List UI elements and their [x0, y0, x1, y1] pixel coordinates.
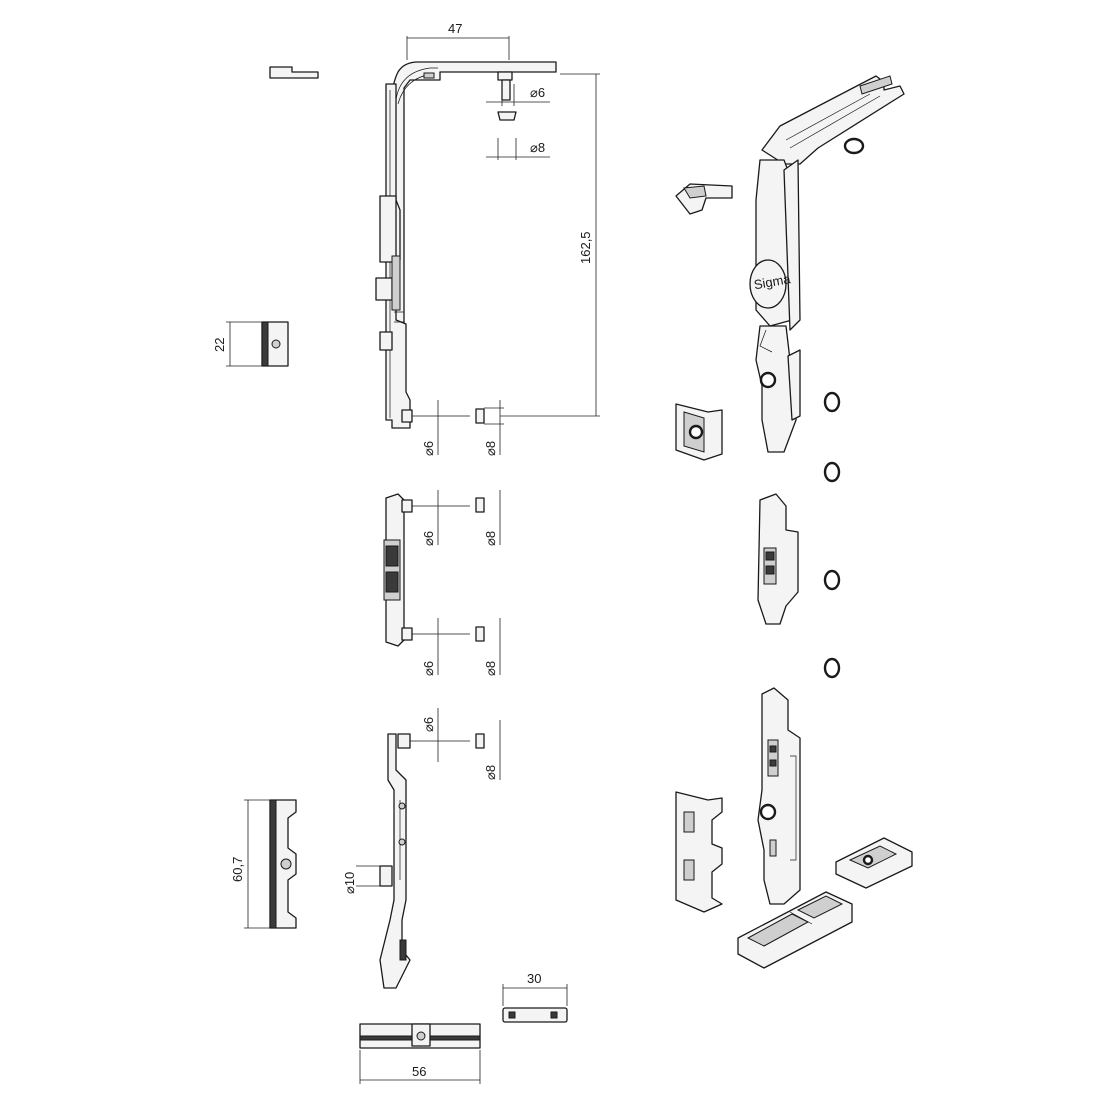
middle-keeper-part: ⌀6 ⌀8 ⌀6 ⌀8 — [383, 490, 501, 676]
top-pin-and-cap: ⌀6 ⌀8 — [486, 79, 550, 160]
dim-label-cap-3: ⌀8 — [483, 661, 498, 676]
isometric-keeper-small — [675, 403, 723, 461]
dim-label-47: 47 — [448, 21, 462, 36]
isometric-ring-top — [843, 137, 865, 155]
dim-label-cap-2: ⌀8 — [483, 531, 498, 546]
dimension-top-arm: 47 — [406, 21, 510, 60]
dim-label-pin-4: ⌀6 — [421, 717, 436, 732]
isometric-corner-stay: Sigma — [749, 75, 905, 453]
long-bar-part: 56 — [359, 1023, 481, 1084]
pin-group-1: ⌀6 ⌀8 — [401, 400, 504, 456]
dimension-total-height: 162,5 — [500, 73, 600, 417]
short-bar-part: 30 — [502, 971, 568, 1023]
isometric-keeper-block — [835, 837, 913, 889]
dim-label-pin-3: ⌀6 — [421, 661, 436, 676]
dim-label-pin-1: ⌀6 — [421, 441, 436, 456]
isometric-rings — [823, 391, 841, 679]
dim-label-cap-4: ⌀8 — [483, 765, 498, 780]
lower-stay-arm: ⌀6 ⌀8 ⌀10 — [342, 708, 501, 989]
dim-label-22: 22 — [212, 338, 227, 352]
dim-label-56: 56 — [412, 1064, 426, 1079]
dim-label-162-5: 162,5 — [578, 231, 593, 264]
dim-label-cap-1: ⌀8 — [483, 441, 498, 456]
small-keeper-block: 22 — [212, 321, 289, 367]
isometric-middle-keeper — [757, 493, 799, 625]
isometric-box-part — [737, 891, 853, 969]
isometric-u-clip — [675, 183, 733, 215]
logo-text: Sigma — [753, 271, 793, 292]
bottom-keeper-plate: 60,7 — [230, 799, 297, 929]
isometric-bottom-keeper — [675, 791, 723, 913]
dim-label-top-pin: ⌀6 — [530, 85, 545, 100]
dim-label-30: 30 — [527, 971, 541, 986]
dim-label-pin-2: ⌀6 — [421, 531, 436, 546]
isometric-lower-stay — [757, 687, 801, 905]
dim-label-60-7: 60,7 — [230, 857, 245, 882]
dim-label-pin-10: ⌀10 — [342, 872, 357, 894]
corner-stay-arm — [375, 61, 557, 429]
hook-clip-part — [269, 66, 319, 79]
dim-label-top-cap: ⌀8 — [530, 140, 545, 155]
